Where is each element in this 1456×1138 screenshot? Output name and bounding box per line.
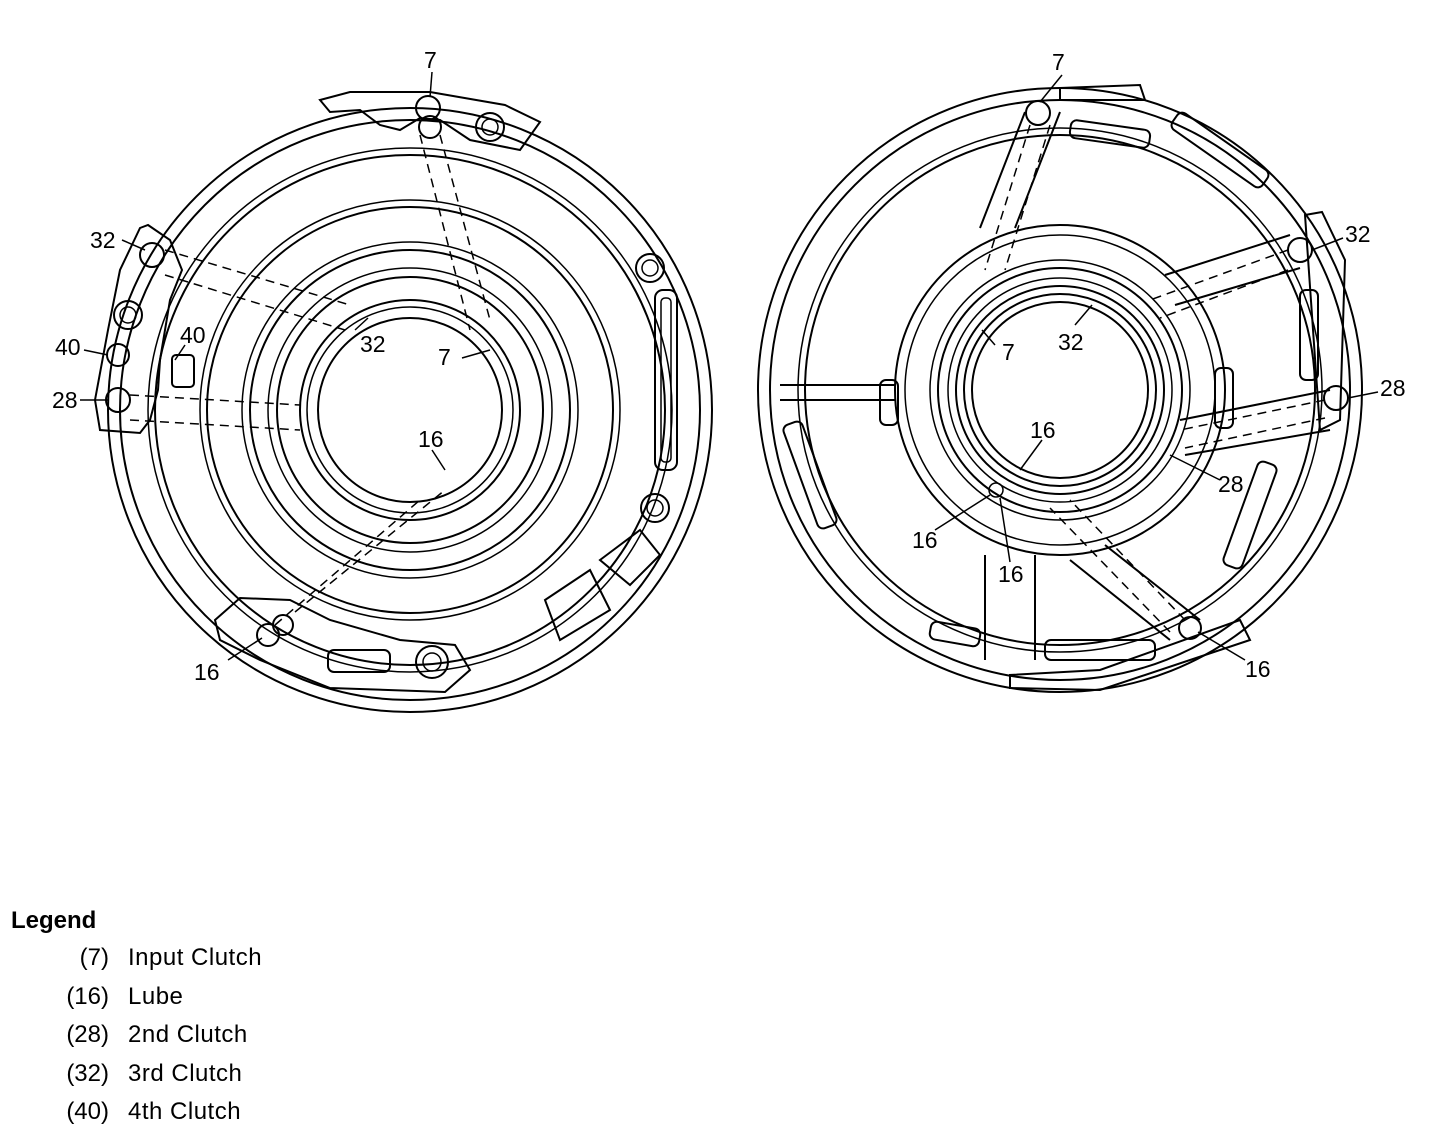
callout-32-inner: 32 [360, 331, 386, 357]
legend-item: (16) Lube [11, 978, 262, 1017]
callout-7-inner: 7 [438, 344, 451, 370]
pump-cover-diagram: 7 32 40 40 28 32 7 16 16 [52, 47, 1406, 713]
callout-40-outer: 40 [55, 334, 81, 360]
legend-name: 3rd Clutch [128, 1059, 243, 1087]
legend-name: 2nd Clutch [128, 1021, 248, 1049]
callout-16-inner-right: 16 [1030, 417, 1056, 443]
callout-16-inner: 16 [418, 426, 444, 452]
legend-code: (16) [66, 982, 109, 1010]
callout-28-right: 28 [1380, 375, 1406, 401]
callout-32-right: 32 [1345, 221, 1371, 247]
legend-code: (28) [66, 1021, 109, 1049]
legend-item: (7) Input Clutch [11, 939, 262, 978]
legend-code: (7) [79, 944, 109, 972]
callout-16-bottom-right: 16 [1245, 656, 1271, 682]
callout-16-bottom: 16 [194, 659, 220, 685]
legend-name: Lube [128, 982, 184, 1010]
callout-7-inner-right: 7 [1002, 339, 1015, 365]
legend-name: 4th Clutch [128, 1098, 242, 1126]
legend-item: (40) 4th Clutch [11, 1093, 262, 1132]
legend: Legend (7) Input Clutch (16) Lube (28) 2… [11, 907, 262, 1132]
legend-code: (40) [66, 1098, 109, 1126]
left-pump-view: 7 32 40 40 28 32 7 16 16 [52, 47, 713, 713]
callout-32-left: 32 [90, 227, 116, 253]
legend-title: Legend [11, 907, 97, 934]
legend-item: (32) 3rd Clutch [11, 1055, 262, 1094]
right-pump-view: 7 32 28 32 7 16 28 16 16 16 [757, 49, 1406, 693]
legend-item: (28) 2nd Clutch [11, 1016, 262, 1055]
callout-7-top-right: 7 [1052, 49, 1065, 75]
callout-16-lower-right: 16 [998, 561, 1024, 587]
callout-16-left-right: 16 [912, 527, 938, 553]
legend-name: Input Clutch [128, 944, 263, 972]
callout-32-inner-right: 32 [1058, 329, 1084, 355]
callout-40-inner: 40 [180, 322, 206, 348]
callout-28-left: 28 [52, 387, 78, 413]
legend-code: (32) [66, 1059, 109, 1087]
callout-7-top: 7 [424, 47, 437, 73]
callout-28-inner-right: 28 [1218, 471, 1244, 497]
